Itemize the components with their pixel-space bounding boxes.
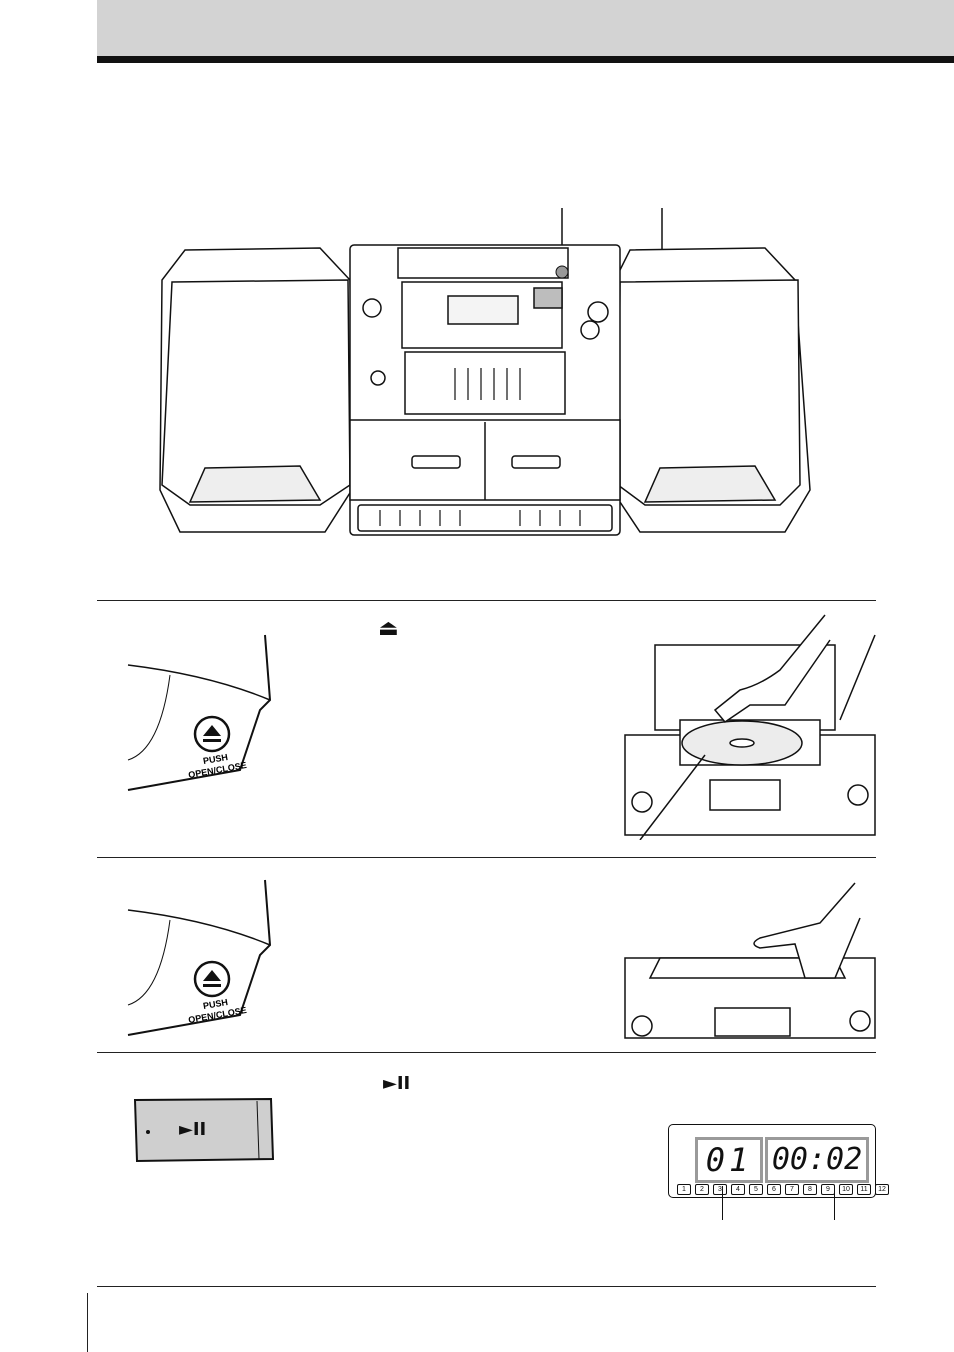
close-lid-illustration — [624, 882, 876, 1039]
track-indicator: 11 — [857, 1184, 871, 1195]
insert-disc-illustration — [624, 614, 876, 840]
playing-time-box — [765, 1137, 869, 1183]
section-divider-2 — [97, 857, 876, 858]
push-label: PUSH — [202, 752, 228, 766]
playing-time-readout: 00:02 — [771, 1142, 863, 1177]
footer-rule — [87, 1293, 88, 1352]
track-indicator: 12 — [875, 1184, 889, 1195]
track-number-leader — [722, 1186, 723, 1220]
footer-divider — [97, 1286, 876, 1287]
track-indicator: 3 — [713, 1184, 727, 1195]
section-divider-3 — [97, 1052, 876, 1053]
stereo-overview-illustration — [159, 208, 811, 536]
track-number-readout: 01 — [705, 1141, 753, 1179]
play-pause-symbol: ►II — [383, 1073, 411, 1094]
header-rule — [97, 56, 954, 63]
track-indicator: 5 — [749, 1184, 763, 1195]
eject-icon: ⏏ — [378, 616, 399, 641]
track-indicator: 10 — [839, 1184, 853, 1195]
playing-time-leader — [834, 1186, 835, 1220]
open-close-button-closeup-step1: PUSH OPEN/CLOSE — [127, 634, 272, 791]
track-indicator: 7 — [785, 1184, 799, 1195]
track-indicator: 2 — [695, 1184, 709, 1195]
track-indicator: 8 — [803, 1184, 817, 1195]
play-pause-icon: ►II — [179, 1119, 207, 1140]
track-indicator: 1 — [677, 1184, 691, 1195]
push-label: PUSH — [202, 997, 228, 1011]
track-number-box — [695, 1137, 763, 1183]
open-close-button-closeup-step2: PUSH OPEN/CLOSE — [127, 879, 272, 1036]
section-divider-1 — [97, 600, 876, 601]
track-indicator: 4 — [731, 1184, 745, 1195]
play-pause-button-closeup: ►II — [133, 1097, 275, 1163]
header-band — [97, 0, 954, 56]
track-indicator: 6 — [767, 1184, 781, 1195]
track-indicator: 9 — [821, 1184, 835, 1195]
